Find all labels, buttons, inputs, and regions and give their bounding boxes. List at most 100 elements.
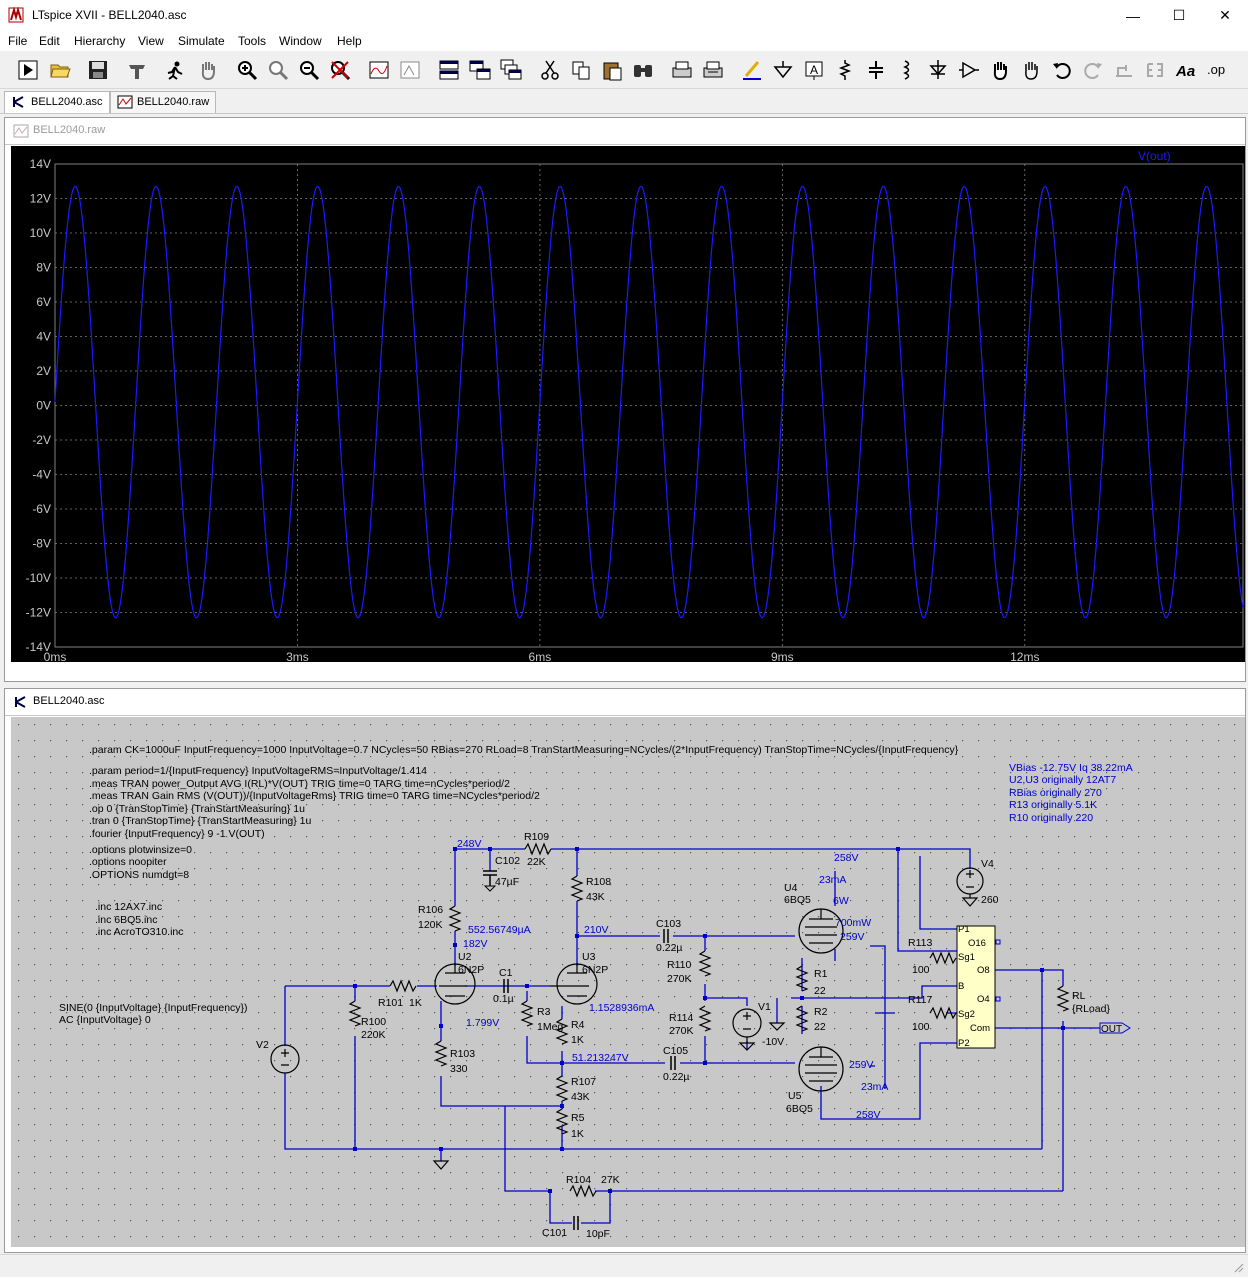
r101-symbol: [389, 979, 417, 993]
zoom-out-icon[interactable]: [296, 57, 322, 83]
spice-directive-icon[interactable]: .op: [1204, 57, 1230, 83]
trace-legend-label[interactable]: V(out): [1138, 149, 1171, 163]
tab-waveform[interactable]: BELL2040.raw: [110, 91, 217, 113]
menu-tools[interactable]: Tools: [238, 34, 267, 48]
directive-param-main[interactable]: .param CK=1000uF InputFrequency=1000 Inp…: [89, 744, 959, 756]
zoom-full-icon[interactable]: [265, 57, 291, 83]
autorange-icon[interactable]: [366, 57, 392, 83]
halt-icon[interactable]: [162, 57, 188, 83]
print-setup-icon[interactable]: [700, 57, 726, 83]
trace-vout[interactable]: [54, 185, 1244, 619]
control-panel-icon[interactable]: [124, 57, 150, 83]
ground-icon[interactable]: [770, 57, 796, 83]
directive-param-period[interactable]: .param period=1/{InputFrequency} InputVo…: [89, 765, 427, 777]
schematic-drawing[interactable]: .param CK=1000uF InputFrequency=1000 Inp…: [11, 717, 1245, 1247]
directive-op[interactable]: .op 0 {TranStopTime} {TranStartMeasuring…: [89, 803, 305, 815]
menu-edit[interactable]: Edit: [39, 34, 60, 48]
x-tick-label: 6ms: [529, 650, 552, 662]
tab-schematic[interactable]: BELL2040.asc: [4, 91, 110, 113]
rl-symbol: [1056, 985, 1070, 1012]
directive-inc-12ax7[interactable]: .inc 12AX7.inc: [95, 901, 162, 913]
cut-icon[interactable]: [537, 57, 563, 83]
svg-text:10pF: 10pF: [586, 1228, 610, 1240]
cascade-icon[interactable]: [498, 57, 524, 83]
directive-meas-power[interactable]: .meas TRAN power_Output AVG I(RL)*V(OUT)…: [89, 778, 510, 790]
tile-horizontal-icon[interactable]: [436, 57, 462, 83]
r107-symbol: [555, 1075, 569, 1102]
directive-noopiter[interactable]: .options noopiter: [89, 856, 167, 868]
copy-icon[interactable]: [568, 57, 594, 83]
tile-vertical-icon[interactable]: [467, 57, 493, 83]
svg-text:A: A: [810, 63, 818, 77]
directive-inc-6bq5[interactable]: .inc 6BQ5.inc: [95, 914, 157, 926]
maximize-button[interactable]: ☐: [1172, 7, 1186, 23]
inductor-icon[interactable]: [894, 57, 920, 83]
print-icon[interactable]: [669, 57, 695, 83]
svg-text:V4: V4: [981, 858, 994, 870]
v2-ac-spec[interactable]: AC {InputVoltage} 0: [59, 1014, 151, 1026]
svg-text:22: 22: [814, 1021, 826, 1033]
waveform-plot[interactable]: 14V12V10V8V6V4V2V0V-2V-4V-6V-8V-10V-12V-…: [11, 146, 1245, 664]
zoom-cancel-icon[interactable]: [327, 57, 353, 83]
save-icon[interactable]: [85, 57, 111, 83]
r4-symbol: [555, 1018, 569, 1045]
svg-text:R114: R114: [669, 1012, 693, 1024]
svg-text:100: 100: [912, 1021, 930, 1033]
paste-icon[interactable]: [599, 57, 625, 83]
svg-text:Aa: Aa: [1175, 63, 1195, 80]
close-button[interactable]: ✕: [1219, 7, 1231, 23]
text-icon[interactable]: Aa: [1173, 57, 1199, 83]
run-icon[interactable]: [15, 57, 41, 83]
resistor-icon[interactable]: [832, 57, 858, 83]
draw-wire-icon[interactable]: [739, 57, 765, 83]
directive-tran[interactable]: .tran 0 {TranStopTime} {TranStartMeasuri…: [89, 815, 312, 827]
y-tick-label: 6V: [36, 295, 51, 309]
resize-grip-icon[interactable]: [1232, 1261, 1244, 1273]
svg-text:0.1µ: 0.1µ: [493, 993, 514, 1005]
schematic-canvas[interactable]: .param CK=1000uF InputFrequency=1000 Inp…: [11, 717, 1245, 1247]
tube-symbols[interactable]: [434, 908, 844, 1092]
diode-icon[interactable]: [925, 57, 951, 83]
capacitor-symbols[interactable]: [483, 870, 676, 1230]
rotate-icon[interactable]: [1111, 57, 1137, 83]
directive-fourier[interactable]: .fourier {InputFrequency} 9 -1 V(OUT): [89, 828, 265, 840]
drag-icon[interactable]: [1018, 57, 1044, 83]
open-icon[interactable]: [47, 57, 73, 83]
menu-file[interactable]: File: [8, 34, 28, 48]
menu-view[interactable]: View: [138, 34, 164, 48]
waveform-window-caption: BELL2040.raw: [5, 118, 1245, 145]
svg-text:C1: C1: [499, 967, 513, 979]
capacitor-icon[interactable]: [863, 57, 889, 83]
minimize-button[interactable]: —: [1126, 7, 1140, 24]
directive-numdgt[interactable]: .OPTIONS numdgt=8: [89, 869, 189, 881]
v2-sine-spec[interactable]: SINE(0 {InputVoltage} {InputFrequency}): [59, 1002, 248, 1014]
directive-meas-gain[interactable]: .meas TRAN Gain RMS (V(OUT))/{InputVolta…: [89, 790, 540, 802]
find-icon[interactable]: [630, 57, 656, 83]
output-transformer[interactable]: P1 O16 Sg1 O8 B O4 Sg2 Com P2: [956, 924, 1001, 1049]
undo-icon[interactable]: [1049, 57, 1075, 83]
component-icon[interactable]: [956, 57, 982, 83]
menu-simulate[interactable]: Simulate: [178, 34, 225, 48]
source-symbols[interactable]: [270, 867, 984, 1170]
mirror-icon[interactable]: [1142, 57, 1168, 83]
move-icon[interactable]: [987, 57, 1013, 83]
plot-settings-icon[interactable]: [397, 57, 423, 83]
svg-text:-10V: -10V: [762, 1036, 784, 1048]
resistor-symbols[interactable]: [348, 842, 1070, 1198]
zoom-in-icon[interactable]: [234, 57, 260, 83]
svg-text:R103: R103: [450, 1048, 475, 1060]
redo-icon[interactable]: [1080, 57, 1106, 83]
label-net-icon[interactable]: A: [801, 57, 827, 83]
svg-text:100: 100: [912, 964, 930, 976]
menu-help[interactable]: Help: [337, 34, 362, 48]
menu-hierarchy[interactable]: Hierarchy: [74, 34, 126, 48]
toolbar: A Aa .op: [0, 52, 1248, 89]
menu-window[interactable]: Window: [279, 34, 322, 48]
directive-plotwinsize[interactable]: .options plotwinsize=0: [89, 844, 192, 856]
ltspice-app-icon: [8, 7, 24, 23]
pan-icon[interactable]: [195, 57, 221, 83]
net-label-out[interactable]: OUT: [1101, 1024, 1122, 1035]
directive-inc-acro[interactable]: .inc AcroTO310.inc: [95, 926, 184, 938]
svg-text:6N2P: 6N2P: [458, 964, 484, 976]
